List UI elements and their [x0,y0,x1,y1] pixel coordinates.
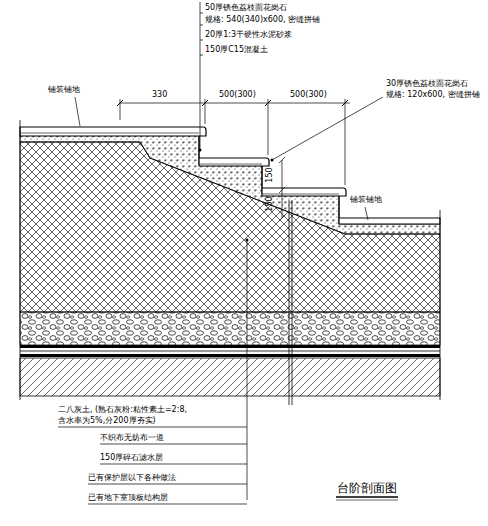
paving-label: 铺装铺地 [350,195,382,205]
dimension: 500(300) [290,90,327,100]
material-callout: 30厚锈色荔枝面花岗石 [386,79,468,89]
material-callout: 已有地下室顶板结构层 [88,493,168,503]
material-callout: 二八灰土, (熟石灰粉:粘性素土=2:8, [58,405,187,415]
drawing-title: 台阶剖面图 [337,481,397,495]
material-callout: 150厚碎石滤水层 [100,453,163,463]
material-callout: 已有保护层以下各种做法 [88,473,176,483]
material-callout: 50厚锈色荔枝面花岗石 [205,3,287,13]
dimension: 330 [152,90,167,100]
paving-label: 铺装铺地 [48,85,80,95]
spec-callout: 规格: 120x600, 密缝拼铺 [386,90,480,100]
dimension: 500(300) [219,90,256,100]
material-callout: 不织布无纺布一道 [100,433,164,443]
material-callout: 含水率为5%,分200厚夯实) [58,416,156,426]
spec-callout: 规格: 540(340)x600, 密缝拼铺 [205,15,320,25]
material-callout: 20厚1:3干硬性水泥砂浆 [205,30,292,40]
material-callout: 150厚C15混凝土 [205,45,268,55]
dimension: 150 [265,196,275,211]
dimension: 150 [265,167,275,182]
